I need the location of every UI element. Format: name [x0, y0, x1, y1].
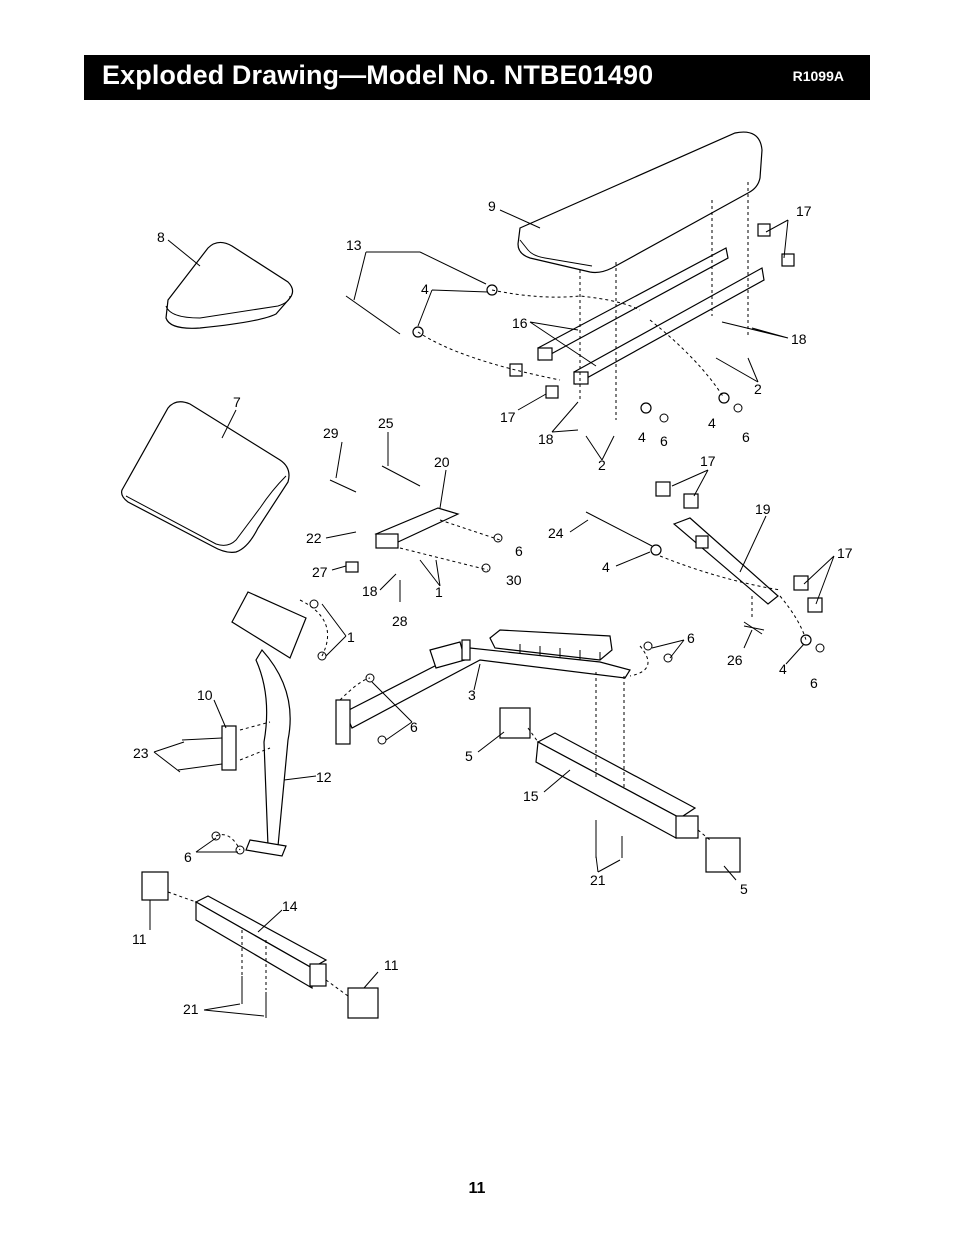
- bracket-20: [374, 507, 460, 549]
- triangle-pad: [165, 241, 294, 329]
- callout-6: 6: [687, 630, 695, 646]
- callout-6: 6: [810, 675, 818, 691]
- callout-22: 22: [306, 530, 322, 546]
- callout-6: 6: [410, 719, 418, 735]
- callout-5: 5: [740, 881, 748, 897]
- callout-27: 27: [312, 564, 328, 580]
- callout-15: 15: [523, 788, 539, 804]
- end-caps: [141, 707, 741, 1019]
- callout-16: 16: [512, 315, 528, 331]
- callout-2: 2: [754, 381, 762, 397]
- callout-9: 9: [488, 198, 496, 214]
- callout-24: 24: [548, 525, 564, 541]
- callout-26: 26: [727, 652, 743, 668]
- seat-pad: [517, 131, 763, 274]
- callout-17: 17: [837, 545, 853, 561]
- callout-4: 4: [421, 281, 429, 297]
- callout-4: 4: [602, 559, 610, 575]
- main-frame: [335, 629, 631, 745]
- callout-11: 11: [132, 931, 147, 947]
- callout-3: 3: [468, 687, 476, 703]
- leader-lines: [149, 209, 835, 1017]
- callout-14: 14: [282, 898, 298, 914]
- upright-post: [231, 591, 307, 857]
- callout-11: 11: [384, 957, 399, 973]
- callout-6: 6: [184, 849, 192, 865]
- drawing-code: R1099A: [792, 68, 844, 84]
- callout-labels: 8 9 13 4 16 17 18 2 17 18 2 4 6 4 6 7 29…: [132, 198, 853, 1017]
- callout-23: 23: [133, 745, 149, 761]
- callout-10: 10: [197, 687, 213, 703]
- page-header-bar: Exploded Drawing—Model No. NTBE01490 R10…: [84, 55, 870, 100]
- arm-tube: [672, 517, 779, 605]
- callout-17: 17: [796, 203, 812, 219]
- callout-20: 20: [434, 454, 450, 470]
- callout-21: 21: [590, 872, 606, 888]
- callout-17: 17: [700, 453, 716, 469]
- callout-1: 1: [347, 629, 355, 645]
- callout-13: 13: [346, 237, 362, 253]
- rear-stabilizer: [194, 895, 328, 990]
- callout-1: 1: [435, 584, 443, 600]
- hardware: [177, 223, 825, 1018]
- seat-rails: [537, 247, 765, 385]
- callout-5: 5: [465, 748, 473, 764]
- callout-25: 25: [378, 415, 394, 431]
- callout-6: 6: [742, 429, 750, 445]
- callout-17: 17: [500, 409, 516, 425]
- bracket-10: [221, 725, 237, 771]
- callout-19: 19: [755, 501, 771, 517]
- callout-28: 28: [392, 613, 408, 629]
- page-number: 11: [468, 1180, 486, 1197]
- callout-7: 7: [233, 394, 241, 410]
- callout-18: 18: [538, 431, 554, 447]
- callout-4: 4: [638, 429, 646, 445]
- assembly-lines: [167, 182, 807, 997]
- callout-4: 4: [779, 661, 787, 677]
- callout-6: 6: [660, 433, 668, 449]
- callout-29: 29: [323, 425, 339, 441]
- callout-21: 21: [183, 1001, 199, 1017]
- callout-12: 12: [316, 769, 332, 785]
- callout-18: 18: [362, 583, 378, 599]
- callout-30: 30: [506, 572, 522, 588]
- callout-4: 4: [708, 415, 716, 431]
- preacher-pad: [121, 401, 290, 553]
- callout-18: 18: [791, 331, 807, 347]
- callout-8: 8: [157, 229, 165, 245]
- callout-2: 2: [598, 457, 606, 473]
- page-title: Exploded Drawing—Model No. NTBE01490: [102, 60, 654, 90]
- callout-6: 6: [515, 543, 523, 559]
- front-stabilizer: [535, 732, 699, 839]
